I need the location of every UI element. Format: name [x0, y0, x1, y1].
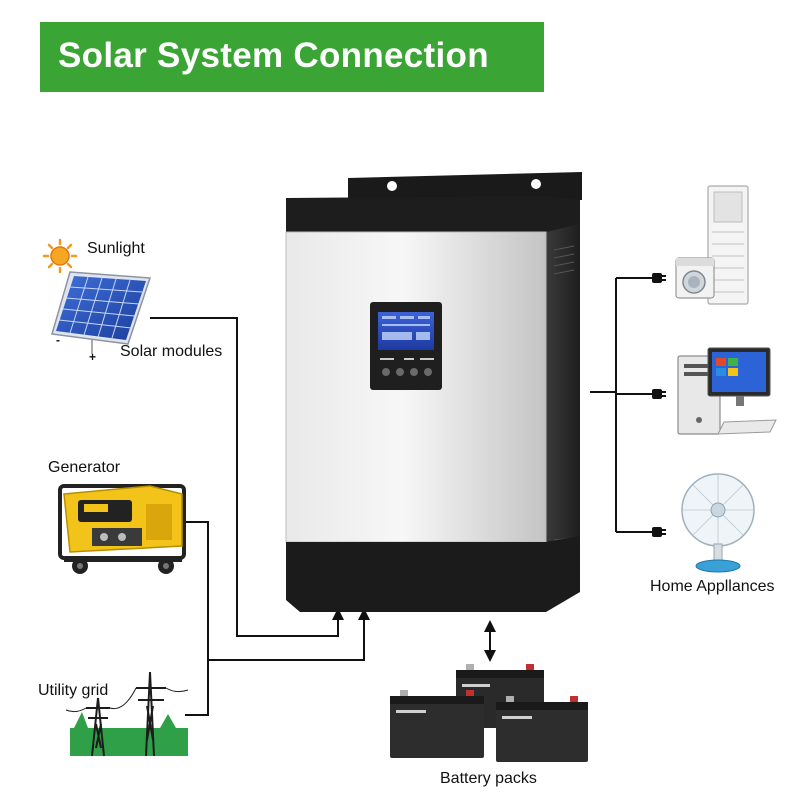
battery-icon: [390, 690, 484, 758]
utility-grid-label: Utility grid: [38, 682, 109, 699]
arrow-up-icon: [484, 620, 496, 632]
solar-connector-line: [150, 317, 339, 637]
sun-icon: [42, 238, 78, 274]
battery-packs-label: Battery packs: [440, 770, 537, 787]
generator-grid-connector-line: [185, 521, 209, 716]
fan-icon: [681, 473, 755, 573]
solar-modules-label: Solar modules: [120, 343, 223, 360]
battery-icon: [496, 696, 588, 762]
generator-icon: [58, 484, 186, 574]
title-banner: [40, 22, 544, 92]
arrow-up-icon: [358, 608, 370, 620]
source-feed-line: [208, 618, 365, 661]
plug-icons: [652, 273, 666, 537]
generator-label: Generator: [48, 459, 121, 476]
home-appliances-label: Home Appllances: [650, 578, 775, 595]
sunlight-label: Sunlight: [87, 240, 145, 257]
battery-packs-icon: [390, 664, 588, 762]
solar-panel-icon: [51, 271, 152, 354]
page-title: Solar System Connection: [58, 36, 489, 75]
plus-terminal-label: +: [89, 350, 97, 364]
arrow-down-icon: [484, 650, 496, 662]
washing-machine-icon: [675, 257, 715, 299]
air-conditioner-icon: [707, 185, 749, 305]
inverter-illustration: [285, 172, 582, 612]
minus-terminal-label: -: [56, 333, 60, 347]
utility-grid-icon: [65, 671, 189, 757]
arrow-up-icon: [332, 608, 344, 620]
computer-icon: [677, 347, 777, 435]
